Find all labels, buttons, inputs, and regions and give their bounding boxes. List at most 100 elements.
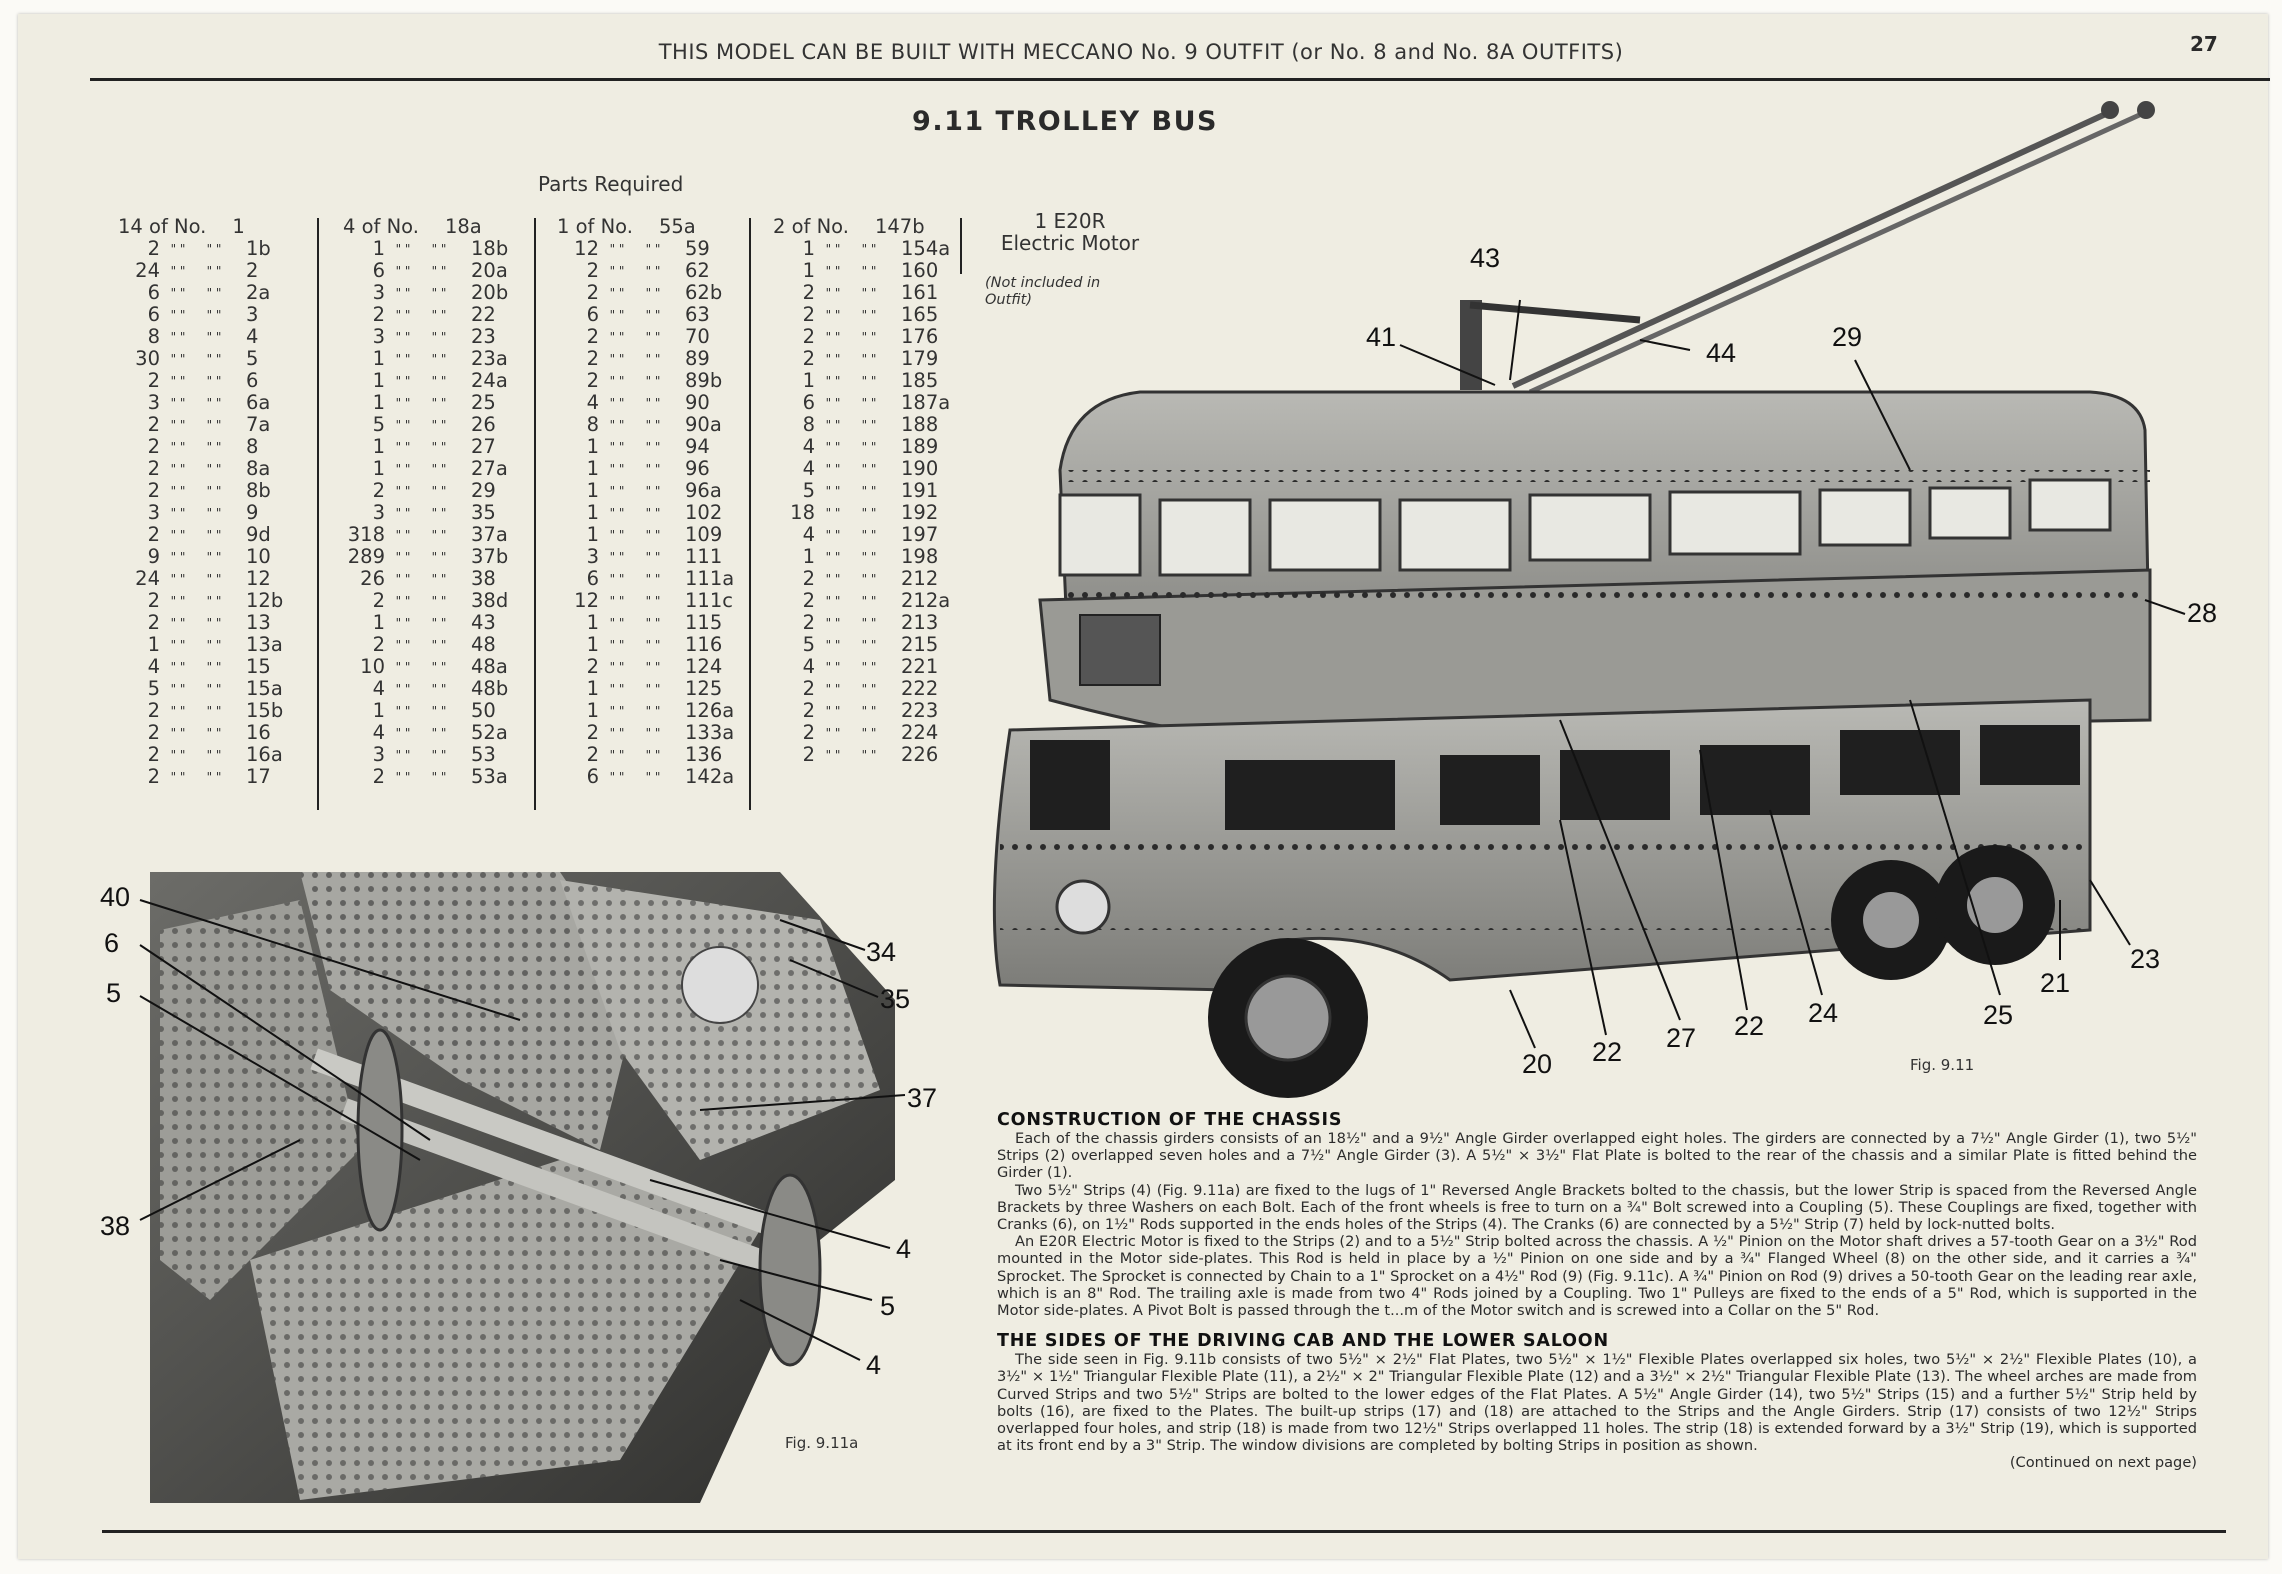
ditto-marks: " " xyxy=(431,286,447,300)
ditto-marks: " " xyxy=(609,462,625,476)
ditto-marks: " " xyxy=(645,374,661,388)
part-quantity: 2 xyxy=(372,303,385,326)
parts-row: 2" "" "62b xyxy=(557,282,734,304)
part-quantity: 2 xyxy=(802,589,815,612)
ditto-marks: " " xyxy=(170,550,186,564)
part-number: 20a xyxy=(471,259,508,282)
part-quantity: 4 xyxy=(802,655,815,678)
ditto-marks: " " xyxy=(609,440,625,454)
ditto-marks: " " xyxy=(170,286,186,300)
ditto-marks: " " xyxy=(609,330,625,344)
parts-row: 1" "" "198 xyxy=(773,546,950,568)
ditto-marks: " " xyxy=(825,550,841,564)
part-number: 2 xyxy=(246,259,259,282)
parts-row: 3" "" "20b xyxy=(343,281,509,304)
part-number: 185 xyxy=(901,369,939,392)
ditto-marks: " " xyxy=(609,660,625,674)
ditto-marks: " " xyxy=(861,550,877,564)
part-number: 53a xyxy=(471,765,508,788)
trolley-bus-photo xyxy=(992,101,2186,1098)
parts-row: 2" "" "226 xyxy=(773,744,950,766)
ditto-marks: " " xyxy=(645,418,661,432)
parts-row: 3" "" "35 xyxy=(343,502,508,524)
ditto-marks: " " xyxy=(206,704,222,718)
part-number: 1 xyxy=(232,215,245,238)
ditto-marks: " " xyxy=(395,572,411,586)
ditto-marks: " " xyxy=(431,638,447,652)
ditto-marks: " " xyxy=(609,242,625,256)
ditto-marks: " " xyxy=(170,418,186,432)
ditto-marks: " " xyxy=(395,418,411,432)
ditto-marks: " " xyxy=(861,264,877,278)
part-number: 38d xyxy=(471,589,509,612)
ditto-marks: " " xyxy=(645,704,661,718)
parts-row: 2" "" "70 xyxy=(557,326,734,348)
ditto-marks: " " xyxy=(170,748,186,762)
parts-row: 2" "" "8b xyxy=(118,480,283,502)
parts-row: 6" "" "142a xyxy=(557,766,735,788)
part-number: 154a xyxy=(901,237,951,260)
ditto-marks: " " xyxy=(645,396,661,410)
part-number: 17 xyxy=(246,765,271,788)
ditto-marks: " " xyxy=(825,286,841,300)
parts-row: 10" "" "48a xyxy=(343,656,508,678)
paragraph: The side seen in Fig. 9.11b consists of … xyxy=(997,1351,2197,1455)
ditto-marks: " " xyxy=(431,682,447,696)
ditto-marks: " " xyxy=(609,748,625,762)
part-number: 25 xyxy=(471,391,496,414)
ditto-marks: " " xyxy=(861,352,877,366)
ditto-marks: " " xyxy=(206,462,222,476)
part-number: 189 xyxy=(901,435,939,458)
ditto-marks: " " xyxy=(431,484,447,498)
part-number: 15a xyxy=(246,677,283,700)
parts-row: 2" "" "29 xyxy=(343,480,508,502)
ditto-marks: " " xyxy=(170,462,186,476)
ditto-marks: " " xyxy=(825,330,841,344)
part-number: 23 xyxy=(471,325,496,348)
parts-row: 2" "" "1b xyxy=(118,238,283,260)
part-number: 20b xyxy=(471,281,509,304)
part-quantity: 2 xyxy=(586,325,599,348)
ditto-marks: " " xyxy=(395,484,411,498)
ditto-marks: " " xyxy=(206,418,222,432)
ditto-marks: " " xyxy=(170,682,186,696)
part-quantity: 2 xyxy=(147,699,160,722)
parts-row: 2" "" "223 xyxy=(773,700,950,722)
ditto-marks: " " xyxy=(395,462,411,476)
part-number: 37a xyxy=(471,523,508,546)
part-number: 16a xyxy=(246,743,283,766)
part-number: 89 xyxy=(685,347,710,370)
ditto-marks: " " xyxy=(609,550,625,564)
parts-row: 2" "" "124 xyxy=(557,656,734,678)
ditto-marks: " " xyxy=(645,440,661,454)
ditto-marks: " " xyxy=(645,638,661,652)
parts-row: 8" "" "188 xyxy=(773,414,950,436)
parts-row: 3" "" "9 xyxy=(118,502,283,524)
ditto-marks: " " xyxy=(861,660,877,674)
parts-row: 289" "" "37b xyxy=(343,546,508,568)
section-heading: THE SIDES OF THE DRIVING CAB AND THE LOW… xyxy=(997,1331,1609,1352)
parts-row: 1" "" "13a xyxy=(118,634,283,656)
motor-note: (Not included in Outfit) xyxy=(985,275,1101,308)
ditto-marks: " " xyxy=(170,308,186,322)
ditto-marks: " " xyxy=(861,462,877,476)
part-quantity: 2 xyxy=(147,611,160,634)
parts-row: 2" "" "13 xyxy=(118,612,283,634)
part-quantity: 2 xyxy=(147,721,160,744)
ditto-marks: " " xyxy=(645,462,661,476)
ditto-marks: " " xyxy=(395,528,411,542)
part-quantity: 10 xyxy=(360,655,385,678)
ditto-marks: " " xyxy=(206,594,222,608)
ditto-marks: " " xyxy=(395,506,411,520)
motor-quantity: 1 E20R xyxy=(1034,209,1106,233)
parts-row: 2" "" "179 xyxy=(773,348,950,370)
paragraph: Two 5½" Strips (4) (Fig. 9.11a) are fixe… xyxy=(997,1181,2197,1234)
parts-row: 2" "" "17 xyxy=(118,766,283,788)
parts-row: 1" "" "24a xyxy=(343,370,508,392)
part-number: 13 xyxy=(246,611,271,634)
part-number: 191 xyxy=(901,479,939,502)
ditto-marks: " " xyxy=(825,242,841,256)
parts-row: 3" "" "23 xyxy=(343,326,508,348)
